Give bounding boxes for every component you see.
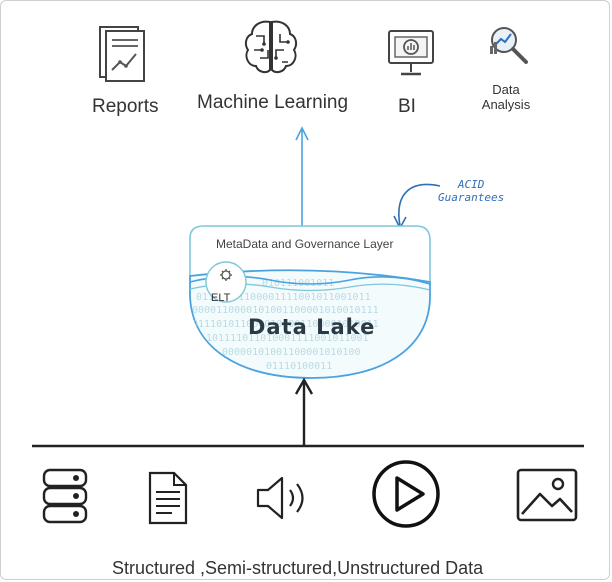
reports-icon — [99, 26, 145, 82]
binary-row: 101111011010001111001011001 — [206, 333, 369, 344]
elt-cog-icon — [220, 269, 232, 281]
video-play-icon — [372, 460, 440, 528]
binary-row: 01110101100001111001011001011 — [196, 292, 371, 303]
machine-learning-label: Machine Learning — [197, 92, 349, 113]
brain-icon — [244, 20, 298, 74]
elt-badge — [205, 261, 247, 303]
acid-pointer-arrow — [398, 183, 441, 227]
binary-row: 00000101001100001010100 — [222, 347, 360, 358]
output-arrow-head — [295, 126, 309, 141]
governance-layer-box — [189, 225, 431, 282]
governance-layer-label: MetaData and Governance Layer — [216, 237, 394, 251]
bi-dashboard-icon — [388, 30, 434, 76]
database-icon — [42, 468, 88, 524]
data-analysis-label: Data Analysis — [481, 82, 531, 112]
binary-row: 0111010110000101001100001010011 — [192, 319, 379, 330]
reports-label: Reports — [92, 96, 159, 117]
data-analysis-icon — [490, 27, 528, 64]
binary-row: 01110100011 — [266, 361, 332, 372]
image-icon — [516, 468, 578, 522]
binary-row: 0000110000101001100001010010111 — [192, 305, 379, 316]
document-icon — [148, 471, 188, 525]
data-lake-bowl — [189, 269, 431, 379]
ingest-arrow-head — [294, 377, 314, 395]
data-lake-title: Data Lake — [248, 315, 376, 339]
bi-label: BI — [398, 96, 416, 117]
audio-icon — [256, 476, 304, 520]
elt-label: ELT — [211, 292, 231, 304]
data-sources-caption: Structured ,Semi-structured,Unstructured… — [112, 558, 484, 578]
